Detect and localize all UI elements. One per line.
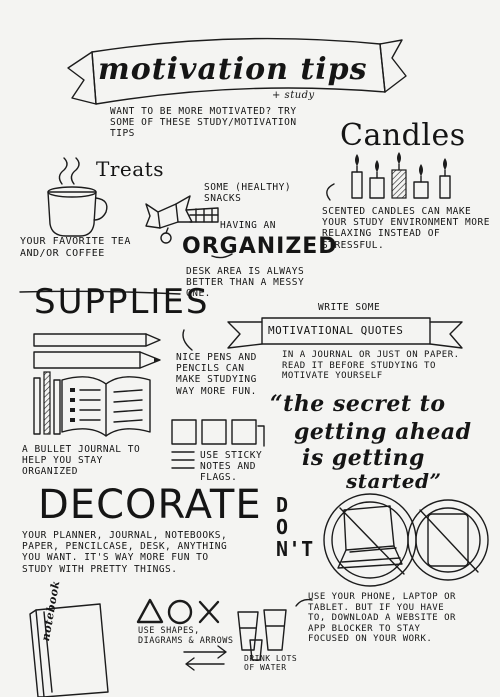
candles-note: SCENTED CANDLES CAN MAKE YOUR STUDY ENVI… [322, 206, 490, 251]
notebook-icon [29, 603, 109, 697]
drink-note: YOUR FAVORITE TEA AND/OR COFFEE [20, 236, 131, 259]
arrow-icon [295, 598, 313, 607]
water-glass-icon [237, 609, 287, 661]
pens-icon [33, 371, 61, 435]
quote-line-2: getting ahead [294, 419, 472, 445]
organized-word: ORGANIZED [182, 234, 338, 259]
title-ribbon-icon [67, 37, 407, 105]
quotes-intro: WRITE SOME [318, 302, 381, 313]
snacks-note: SOME (HEALTHY) SNACKS [204, 182, 292, 205]
bullet-journal-icon [61, 376, 151, 437]
intro-text: WANT TO BE MORE MOTIVATED? TRY SOME OF T… [110, 106, 297, 140]
dont-word: DON'T [276, 493, 314, 561]
quotes-banner: MOTIVATIONAL QUOTES [268, 324, 404, 337]
organized-note: DESK AREA IS ALWAYS BETTER THAN A MESSY … [186, 266, 305, 300]
quotes-note: IN A JOURNAL OR JUST ON PAPER. READ IT B… [282, 350, 460, 382]
sticky-notes-icon [171, 419, 265, 469]
candles-heading: Candles [340, 118, 466, 153]
pens-note: NICE PENS AND PENCILS CAN MAKE STUDYING … [176, 352, 257, 397]
supplies-heading: SUPPLIES [34, 282, 210, 322]
sticky-note: USE STICKY NOTES AND FLAGS. [200, 450, 263, 484]
shapes-note: USE SHAPES, DIAGRAMS & ARROWS [138, 626, 234, 647]
treats-heading: Treats [96, 157, 164, 181]
pencil-icon [33, 333, 161, 369]
quote-line-3: is getting [302, 445, 425, 471]
candles-icon [351, 152, 451, 199]
arrow-icon [182, 329, 193, 351]
decorate-note: YOUR PLANNER, JOURNAL, NOTEBOOKS, PAPER,… [22, 530, 228, 575]
page-title: motivation tips [98, 52, 368, 87]
quote-line-1: “the secret to [270, 391, 446, 417]
no-tablet-icon [407, 499, 489, 581]
organized-pre: HAVING AN [220, 220, 276, 231]
dont-note: USE YOUR PHONE, LAPTOP OR TABLET. BUT IF… [308, 592, 456, 645]
arrows-icon [183, 645, 227, 671]
decorate-heading: DECORATE [38, 482, 262, 528]
quote-line-4: started” [346, 469, 442, 493]
no-laptop-icon [323, 493, 417, 587]
coffee-mug-icon [47, 157, 108, 237]
shapes-icon [136, 598, 220, 625]
page-subtitle: + study [272, 90, 315, 101]
divider [19, 290, 181, 295]
candy-icon [145, 195, 219, 244]
journal-note: A BULLET JOURNAL TO HELP YOU STAY ORGANI… [22, 444, 141, 478]
arrow-icon [326, 183, 335, 201]
arrow-icon [211, 253, 233, 259]
quote-ribbon-icon [227, 317, 463, 349]
water-note: DRINK LOTS OF WATER [244, 654, 298, 673]
